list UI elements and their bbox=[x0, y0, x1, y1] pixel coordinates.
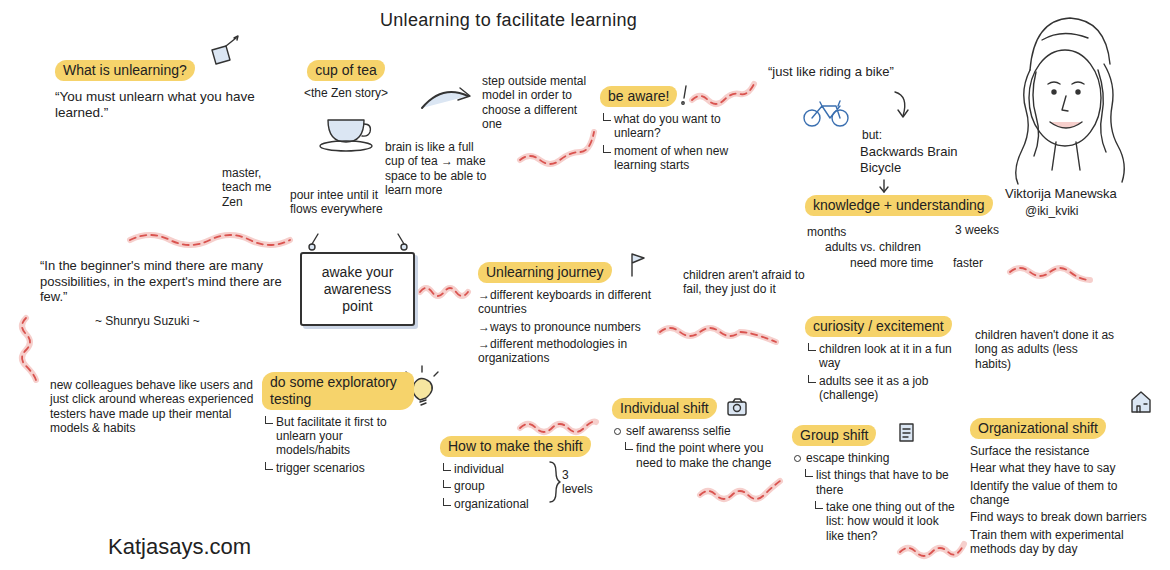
portrait-illustration bbox=[1016, 18, 1125, 184]
camera-icon bbox=[728, 399, 746, 415]
section-text: escape thinking bbox=[792, 451, 959, 465]
flag-icon bbox=[632, 254, 644, 276]
section-text: adults see it as a job (challenge) bbox=[805, 374, 967, 403]
highlight-heading: curiosity / excitement bbox=[805, 316, 952, 337]
note-label: 3 levels bbox=[562, 468, 602, 497]
section-text: children look at it in a fun way bbox=[805, 342, 967, 371]
highlight-heading: be aware! bbox=[600, 86, 677, 107]
section-text: list things that have to be there bbox=[792, 468, 959, 497]
note-label: “In the beginner's mind there are many p… bbox=[40, 258, 285, 305]
note-label: master, teach me Zen bbox=[222, 166, 284, 209]
note-label: children aren't afraid to fail, they jus… bbox=[683, 268, 805, 297]
curved-arrow bbox=[422, 88, 470, 108]
document-icon bbox=[900, 424, 913, 441]
section-text: →ways to pronounce numbers bbox=[478, 320, 655, 334]
sketch-section: do some exploratory testingBut facilitat… bbox=[262, 372, 414, 475]
section-text: Hear what they have to say bbox=[970, 461, 1157, 475]
sketch-section: What is unlearning? “You must unlearn wha… bbox=[55, 60, 262, 121]
section-text: trigger scenarios bbox=[262, 461, 414, 475]
sketch-section: How to make the shiftindividualgrouporga… bbox=[440, 436, 612, 511]
note-label: pour intee until it flows everywhere bbox=[290, 188, 390, 217]
highlight-heading: How to make the shift bbox=[440, 436, 591, 457]
section-text: need more time bbox=[850, 256, 933, 270]
section-text: individual bbox=[440, 462, 612, 476]
note-label: brain is like a full cup of tea → make s… bbox=[385, 140, 495, 198]
section-text: <the Zen story> bbox=[285, 86, 407, 100]
bracket bbox=[550, 462, 560, 502]
note-label: new colleagues behave like users and jus… bbox=[50, 378, 255, 436]
note-label: “just like riding a bike” bbox=[768, 64, 968, 80]
note-label: but: bbox=[862, 128, 902, 142]
sketch-section: knowledge + understanding monthsadults vs… bbox=[805, 195, 1010, 277]
sketch-section: Individual shift self awarenss selfie find… bbox=[612, 398, 792, 470]
squiggle-paths bbox=[22, 84, 1090, 556]
note-label: @iki_kviki bbox=[1025, 204, 1125, 218]
highlight-heading: Individual shift bbox=[612, 398, 717, 419]
note-label: ~ Shunryu Suzuki ~ bbox=[95, 314, 245, 328]
section-text: “You must unlearn what you have learned.… bbox=[55, 89, 262, 121]
highlight-heading: knowledge + understanding bbox=[805, 195, 993, 216]
section-text: Identify the value of them to change bbox=[970, 479, 1157, 508]
section-text: →different keyboards in different countr… bbox=[478, 288, 655, 317]
section-text: moment of when new learning starts bbox=[600, 144, 767, 173]
section-text: →different methodologies in organization… bbox=[478, 337, 655, 366]
section-text: Train them with experimental methods day… bbox=[970, 528, 1157, 557]
sketch-section: curiosity / excitement children look at i… bbox=[805, 316, 967, 402]
sketch-section: Organizational shiftSurface the resistan… bbox=[970, 418, 1157, 557]
section-text: take one thing out of the list: how woul… bbox=[792, 500, 959, 543]
awareness-box: awake your awareness point bbox=[300, 252, 415, 326]
section-text: organizational bbox=[440, 497, 612, 511]
highlight-heading: cup of tea bbox=[307, 60, 385, 81]
section-text: Find ways to break down barriers bbox=[970, 510, 1157, 524]
note-label: Katjasays.com bbox=[108, 534, 358, 560]
sketch-section: be aware! what do you want to unlearn? mom… bbox=[600, 86, 767, 172]
note-label: step outside mental model in order to ch… bbox=[482, 74, 594, 132]
section-text: self awarenss selfie bbox=[612, 424, 792, 438]
section-text: awake your awareness point bbox=[310, 264, 405, 314]
section-text: find the point where you need to make th… bbox=[612, 441, 792, 470]
section-text: adults vs. children bbox=[825, 240, 921, 254]
highlight-heading: Unlearning journey bbox=[478, 262, 612, 283]
note-label: children haven't done it as long as adul… bbox=[975, 328, 1115, 371]
sketch-section: Group shift escape thinking list things th… bbox=[792, 425, 959, 543]
pin-marks bbox=[309, 234, 407, 250]
section-text: 3 weeks bbox=[955, 223, 999, 237]
bicycle-icon bbox=[804, 101, 848, 126]
teabag-icon bbox=[212, 36, 238, 64]
house-icon bbox=[1132, 392, 1150, 412]
sketch-section: Unlearning journey →different keyboards i… bbox=[478, 262, 655, 366]
section-text: what do you want to unlearn? bbox=[600, 112, 767, 141]
sketch-section: cup of tea <the Zen story> bbox=[285, 60, 407, 100]
section-text: faster bbox=[953, 256, 983, 270]
arrow-down bbox=[880, 92, 908, 192]
highlight-heading: Group shift bbox=[792, 425, 876, 446]
highlight-heading: Organizational shift bbox=[970, 418, 1106, 439]
exclaim-mark bbox=[682, 86, 686, 104]
note-label: Backwards Brain Bicycle bbox=[860, 144, 960, 175]
section-text: But facilitate it first to unlearn your … bbox=[262, 415, 414, 458]
section-text: Surface the resistance bbox=[970, 444, 1157, 458]
note-label: Viktorija Manewska bbox=[1005, 186, 1155, 202]
highlight-heading: What is unlearning? bbox=[55, 60, 195, 81]
teacup-icon bbox=[320, 120, 372, 151]
highlight-heading: do some exploratory testing bbox=[262, 372, 414, 410]
section-text: months bbox=[807, 225, 846, 239]
diagram-title: Unlearning to facilitate learning bbox=[380, 10, 637, 31]
